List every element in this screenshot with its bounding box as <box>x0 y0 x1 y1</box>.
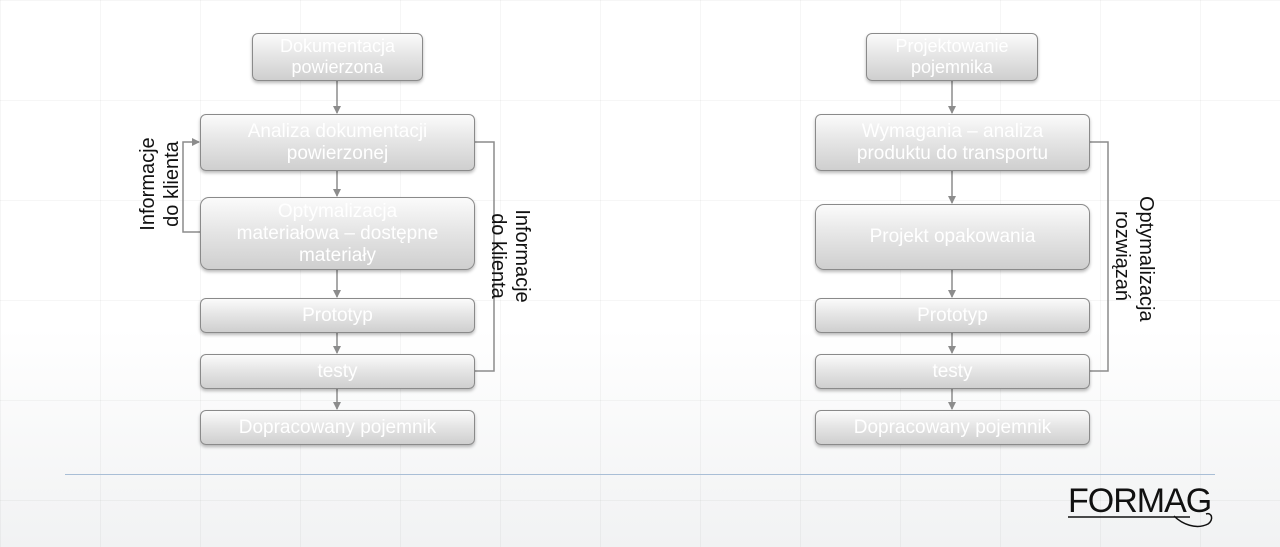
right-box-wymagania: Wymagania – analiza produktu do transpor… <box>815 114 1090 171</box>
left-box-prototyp: Prototyp <box>200 298 475 333</box>
right-box-projektowanie: Projektowanie pojemnika <box>866 33 1038 81</box>
left-box-dopracowany-label: Dopracowany pojemnik <box>238 416 437 438</box>
left-box-dokumentacja: Dokumentacja powierzona <box>252 33 423 81</box>
left-box-dokumentacja-line1: Dokumentacja <box>279 36 396 56</box>
left-box-dopracowany: Dopracowany pojemnik <box>200 410 475 445</box>
right-box-projekt-opakowania: Projekt opakowania <box>815 204 1090 270</box>
right-box-testy-label: testy <box>932 360 973 382</box>
right-box-wymagania-line1: Wymagania – analiza <box>861 120 1044 142</box>
left-feedback-loop-left <box>182 138 200 233</box>
right-feedback-label: Optymalizacja rozwiązań <box>1110 196 1158 322</box>
left-box-optymalizacja-line2: materiałowa – dostępne <box>236 222 439 244</box>
left-feedback-label-left-line2: do klienta <box>161 141 183 227</box>
left-box-optymalizacja-line1: Optymalizacja <box>277 200 398 222</box>
left-box-analiza-line1: Analiza dokumentacji <box>247 120 428 142</box>
left-box-dokumentacja-line2: powierzona <box>291 57 384 77</box>
formag-logo: FORMAG <box>1062 480 1222 535</box>
right-feedback-label-line2: rozwiązań <box>1111 210 1133 302</box>
left-feedback-label-right: Informacje do klienta <box>486 196 534 316</box>
left-feedback-label-right-line2: do klienta <box>487 213 509 299</box>
left-box-optymalizacja-line3: materiały <box>298 244 377 266</box>
right-feedback-label-line1: Optymalizacja <box>1135 196 1157 322</box>
right-box-wymagania-line2: produktu do transportu <box>856 142 1049 164</box>
left-box-optymalizacja: Optymalizacja materiałowa – dostępne mat… <box>200 197 475 270</box>
left-box-prototyp-label: Prototyp <box>302 304 373 326</box>
left-box-analiza-line2: powierzonej <box>286 142 389 164</box>
right-box-prototyp: Prototyp <box>815 298 1090 333</box>
left-feedback-label-right-line1: Informacje <box>511 209 533 303</box>
logo-swash-icon <box>1068 512 1213 528</box>
logo-text: FORMAG <box>1068 482 1212 520</box>
right-box-prototyp-label: Prototyp <box>917 304 988 326</box>
right-box-testy: testy <box>815 354 1090 389</box>
right-feedback-loop <box>1090 141 1109 372</box>
right-box-dopracowany: Dopracowany pojemnik <box>815 410 1090 445</box>
left-feedback-label-left-line1: Informacje <box>137 137 159 231</box>
left-box-testy-label: testy <box>317 360 358 382</box>
right-box-projektowanie-line1: Projektowanie <box>895 36 1009 56</box>
footer-divider <box>65 474 1215 475</box>
left-feedback-label-left: Informacje do klienta <box>136 124 184 244</box>
left-feedback-loop-right <box>475 141 495 372</box>
left-box-testy: testy <box>200 354 475 389</box>
right-box-projektowanie-line2: pojemnika <box>910 57 994 77</box>
right-box-dopracowany-label: Dopracowany pojemnik <box>853 416 1052 438</box>
left-box-analiza: Analiza dokumentacji powierzonej <box>200 114 475 171</box>
right-box-projekt-opakowania-label: Projekt opakowania <box>869 226 1036 247</box>
